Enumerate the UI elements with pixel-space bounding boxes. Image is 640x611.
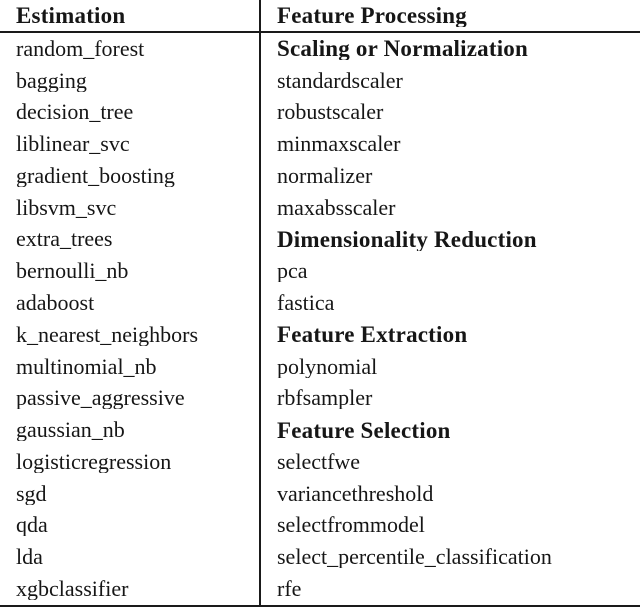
feature-cell: select_percentile_classification (277, 546, 552, 569)
feature-cell: Dimensionality Reduction (277, 227, 537, 251)
table-row: decision_tree robustscaler (0, 97, 640, 129)
estimation-cell: multinomial_nb (16, 355, 157, 378)
table-row: sgd variancethreshold (0, 478, 640, 510)
estimation-cell: xgbclassifier (16, 577, 129, 600)
estimation-cell: extra_trees (16, 228, 113, 251)
feature-cell: normalizer (277, 164, 373, 187)
table-row: lda select_percentile_classification (0, 541, 640, 573)
feature-cell: Scaling or Normalization (277, 37, 528, 61)
feature-cell: Feature Selection (277, 418, 451, 442)
table-row: adaboost fastica (0, 287, 640, 319)
estimation-cell: bernoulli_nb (16, 260, 129, 283)
feature-cell: maxabsscaler (277, 196, 396, 219)
table-row: gaussian_nb Feature Selection (0, 414, 640, 446)
table-row: xgbclassifier rfe (0, 573, 640, 605)
table-row: random_forest Scaling or Normalization (0, 33, 640, 65)
table-row: liblinear_svc minmaxscaler (0, 128, 640, 160)
table-row: k_nearest_neighbors Feature Extraction (0, 319, 640, 351)
estimation-cell: adaboost (16, 292, 95, 314)
estimation-cell: gradient_boosting (16, 164, 175, 187)
table-row: bagging standardscaler (0, 65, 640, 97)
feature-cell: minmaxscaler (277, 133, 401, 156)
feature-cell: selectfrommodel (277, 514, 425, 537)
table-header-row: Estimation Feature Processing (0, 0, 640, 33)
feature-cell: polynomial (277, 355, 378, 378)
estimation-cell: qda (16, 514, 48, 537)
estimation-cell: k_nearest_neighbors (16, 323, 199, 346)
estimation-cell: liblinear_svc (16, 133, 130, 156)
table-row: logisticregression selectfwe (0, 446, 640, 478)
table-row: libsvm_svc maxabsscaler (0, 192, 640, 224)
table-row: gradient_boosting normalizer (0, 160, 640, 192)
table-row: bernoulli_nb pca (0, 255, 640, 287)
column-header-feature-processing: Feature Processing (277, 4, 467, 27)
feature-cell: pca (277, 260, 308, 283)
estimation-cell: lda (16, 546, 43, 569)
table-row: qda selectfrommodel (0, 509, 640, 541)
table-row: multinomial_nb polynomial (0, 351, 640, 383)
feature-cell: robustscaler (277, 101, 384, 124)
column-header-estimation: Estimation (16, 4, 126, 27)
feature-cell: standardscaler (277, 69, 403, 92)
estimation-cell: random_forest (16, 37, 145, 60)
feature-cell: rbfsampler (277, 387, 373, 410)
feature-cell: selectfwe (277, 450, 361, 473)
feature-cell: Feature Extraction (277, 323, 468, 347)
feature-cell: rfe (277, 577, 302, 600)
estimation-cell: passive_aggressive (16, 387, 185, 410)
estimation-cell: bagging (16, 69, 87, 92)
feature-cell: fastica (277, 292, 335, 314)
estimation-cell: sgd (16, 482, 47, 505)
estimation-cell: decision_tree (16, 101, 134, 124)
estimation-cell: gaussian_nb (16, 419, 125, 442)
table-row: extra_trees Dimensionality Reduction (0, 224, 640, 256)
estimation-cell: logisticregression (16, 450, 172, 473)
estimation-cell: libsvm_svc (16, 196, 117, 219)
feature-cell: variancethreshold (277, 482, 434, 505)
column-divider-rule (259, 0, 261, 605)
table-row: passive_aggressive rbfsampler (0, 382, 640, 414)
